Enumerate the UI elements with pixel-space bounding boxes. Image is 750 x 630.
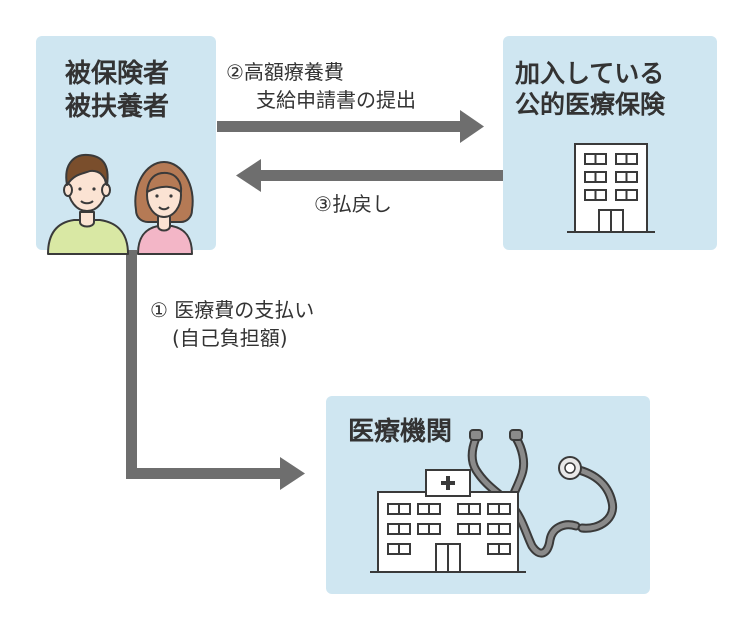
office-building-icon — [567, 143, 655, 233]
stethoscope-icon — [467, 429, 618, 558]
hospital-building-icon — [370, 469, 526, 573]
insurer-box: 加入している 公的医療保険 — [503, 36, 717, 250]
step1-label-line2: (自己負担額) — [172, 326, 288, 350]
step2-label-line2: 支給申請書の提出 — [256, 88, 416, 112]
insured-title-line2: 被扶養者 — [65, 91, 170, 122]
step2-label: ②高額療養費 支給申請書の提出 — [226, 58, 416, 114]
insured-title-line1: 被保険者 — [65, 59, 170, 89]
people-icons — [47, 153, 194, 255]
step2-label-line1: ②高額療養費 — [226, 60, 344, 84]
step1-label-line1: ① 医療費の支払い — [150, 298, 315, 322]
arrow-application — [217, 110, 484, 143]
insured-title: 被保険者 被扶養者 — [65, 58, 169, 123]
step3-label: ③払戻し — [314, 192, 392, 216]
arrow-payment — [126, 250, 305, 490]
woman-icon — [134, 161, 194, 255]
insurer-title-line1: 加入している — [515, 59, 665, 88]
hospital-illustration — [370, 429, 618, 573]
hospital-box: 医療機関 — [326, 396, 650, 594]
arrow-refund — [236, 159, 503, 192]
insurer-title: 加入している 公的医療保険 — [515, 58, 665, 121]
insured-box: 被保険者 被扶養者 — [36, 36, 216, 255]
insurer-title-line2: 公的医療保険 — [515, 90, 666, 120]
step1-label: ① 医療費の支払い (自己負担額) — [150, 296, 314, 352]
man-icon — [47, 153, 129, 255]
hospital-title: 医療機関 — [348, 417, 453, 447]
